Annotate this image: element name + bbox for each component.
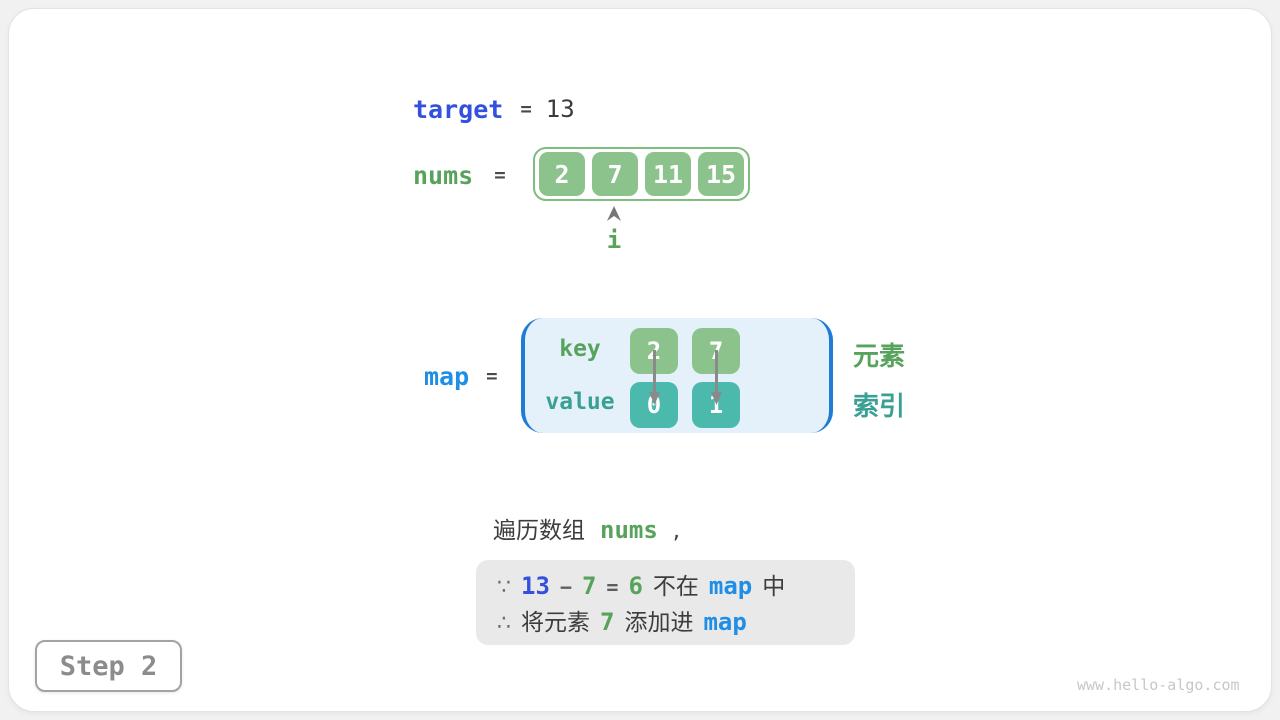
caption-line: 遍历数组 nums , [493, 511, 680, 545]
nums-cell-1: 7 [592, 152, 638, 196]
key-to-value-arrow-icon [711, 350, 722, 405]
therefore-symbol: ∴ [497, 611, 511, 636]
caption-prefix: 遍历数组 [493, 518, 585, 544]
reason-in-suffix-text: 中 [762, 574, 786, 600]
reason-map-code: map [708, 572, 753, 600]
index-pointer-label: i [606, 226, 622, 254]
equals-operator: = [606, 575, 619, 599]
minus-operator: − [559, 575, 572, 599]
element-side-label: 元素 [853, 342, 906, 372]
nums-row: nums = [413, 160, 506, 190]
map-key-label: key [559, 336, 601, 362]
map-equals: = [486, 365, 498, 387]
reasoning-box: ∵ 13 − 7 = 6 不在 map 中 ∴ 将元素 7 添加进 map [476, 560, 855, 645]
reason-add-suffix-text: 添加进 [624, 610, 694, 636]
target-variable: target [413, 94, 504, 124]
reason-add-map-code: map [703, 608, 747, 636]
reasoning-line-2: ∴ 将元素 7 添加进 map [497, 608, 855, 638]
key-to-value-arrow-icon [649, 350, 660, 405]
map-variable: map [424, 361, 470, 391]
reasoning-line-1: ∵ 13 − 7 = 6 不在 map 中 [497, 572, 855, 602]
pointer-up-icon [607, 206, 621, 221]
reason-add-element-value: 7 [600, 608, 615, 636]
reason-diff-value: 6 [628, 572, 643, 600]
caption-suffix: , [672, 518, 681, 544]
target-equals: = [520, 98, 532, 120]
step-badge: Step 2 [35, 640, 182, 692]
reason-target-value: 13 [521, 572, 550, 600]
nums-variable: nums [413, 160, 474, 190]
nums-array: 2 7 11 15 [533, 147, 750, 201]
nums-equals: = [494, 164, 506, 186]
caption-code: nums [600, 516, 658, 544]
map-value-label: value [545, 389, 615, 415]
target-value: 13 [545, 95, 575, 123]
reason-add-prefix-text: 将元素 [521, 610, 590, 636]
reason-element-value: 7 [581, 572, 597, 600]
target-row: target = 13 [413, 94, 575, 124]
nums-cell-0: 2 [539, 152, 585, 196]
map-value-cell-0: 0 [630, 382, 678, 428]
nums-cell-2: 11 [645, 152, 691, 196]
index-side-label: 索引 [853, 392, 906, 422]
because-symbol: ∵ [497, 575, 511, 600]
nums-cell-3: 15 [698, 152, 744, 196]
map-row: map = [424, 361, 498, 391]
watermark-text: www.hello-algo.com [1077, 676, 1240, 694]
reason-not-in-text: 不在 [652, 574, 699, 600]
